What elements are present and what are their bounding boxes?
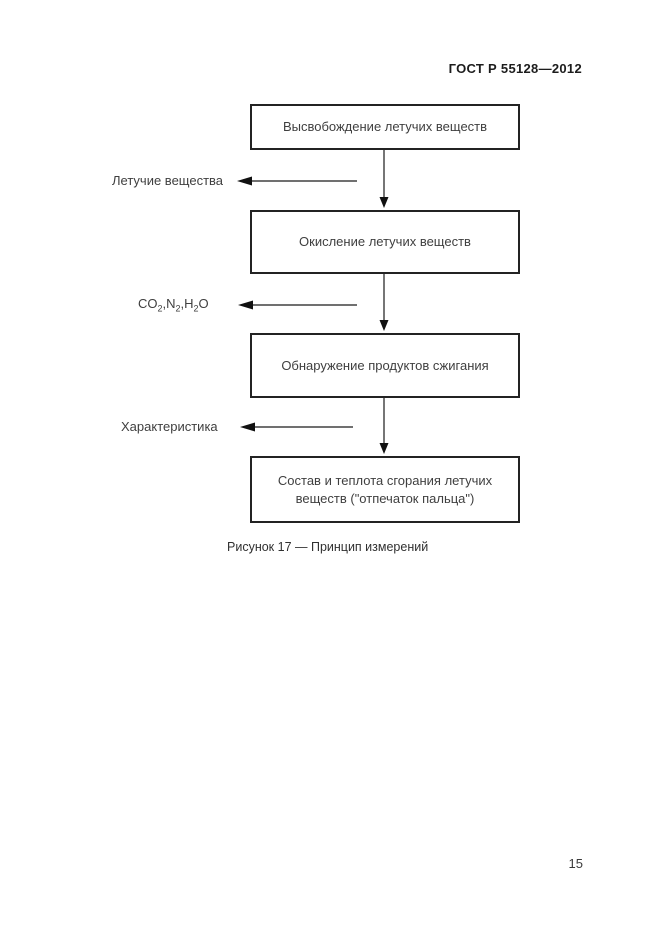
flowchart-box-release: Высвобождение летучих веществ [250,104,520,150]
arrow-down-icon [379,443,389,454]
flowchart-box-label: Состав и теплота сгорания летучих вещест… [277,472,493,506]
formula-text: ,N [162,296,176,311]
arrow-left-icon [238,300,253,310]
formula-subscript: 2 [157,303,163,314]
page-number: 15 [568,856,583,871]
side-label-combustion-gases: CO2,N2,H2O [138,296,209,314]
figure-caption: Рисунок 17 — Принцип измерений [227,540,429,554]
formula-text: ,H [180,296,194,311]
arrow-down-icon [379,197,389,208]
document-title: ГОСТ Р 55128—2012 [448,61,582,76]
flowchart-box-detection: Обнаружение продуктов сжигания [250,333,520,398]
side-label-volatile-substances: Летучие вещества [112,173,224,188]
formula-text: O [198,296,209,311]
flowchart-box-label: Окисление летучих веществ [299,234,471,250]
flowchart-box-oxidation: Окисление летучих веществ [250,210,520,274]
arrow-down-icon [379,320,389,331]
arrow-left-icon [237,176,252,186]
flowchart-box-composition: Состав и теплота сгорания летучих вещест… [250,456,520,523]
flowchart-box-label: Обнаружение продуктов сжигания [281,357,489,373]
arrow-left-icon [240,422,255,432]
formula-subscript: 2 [175,303,181,314]
side-label-characteristic: Характеристика [121,419,218,434]
formula-subscript: 2 [193,303,199,314]
formula-text: CO [138,296,158,311]
flowchart-box-label: Высвобождение летучих веществ [282,119,488,135]
